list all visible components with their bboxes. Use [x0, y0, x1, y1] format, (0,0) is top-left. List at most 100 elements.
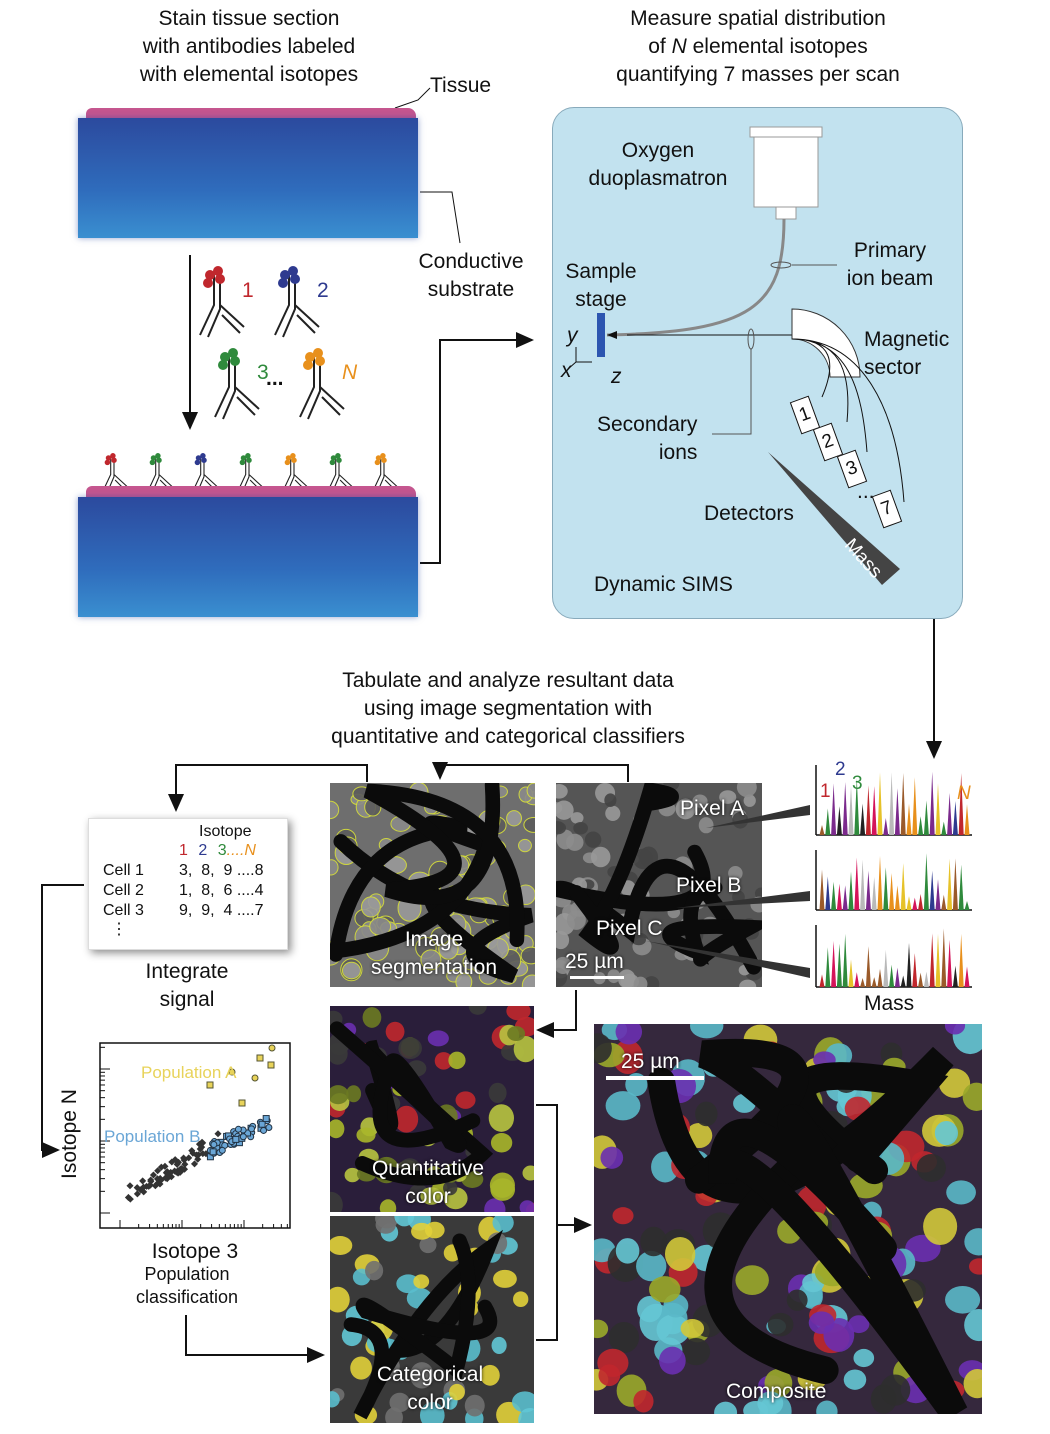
cell: [659, 1346, 686, 1375]
col-3: 3: [217, 842, 227, 859]
antibody-stem: [102, 458, 128, 493]
row-values: 9, 9, 4 ....7: [179, 902, 264, 919]
cell: [449, 1383, 465, 1401]
segmentation-image: [330, 783, 535, 987]
sims-title-line: of N elemental isotopes: [648, 35, 868, 58]
isotope-dot: [315, 356, 325, 366]
spectrum-peak: [883, 817, 889, 835]
antibody-stem: [147, 458, 173, 493]
pixel-c-label: Pixel C: [596, 917, 663, 940]
axis-y: y: [567, 324, 578, 347]
label-line: Integrate: [145, 960, 229, 983]
spectrum-peak: [871, 977, 877, 987]
cell: [664, 1236, 696, 1271]
stain-title-line: with elemental isotopes: [139, 63, 359, 86]
cell: [520, 946, 535, 965]
pixel-b-label: Pixel B: [676, 874, 742, 897]
cell: [934, 1120, 958, 1146]
cell: [330, 1191, 343, 1212]
spectrum-peak: [825, 876, 831, 910]
label-line: Categorical: [376, 1363, 484, 1386]
cell: [757, 1391, 784, 1414]
point-other: [214, 1130, 222, 1138]
conductive-substrate: [78, 118, 418, 238]
cell: [736, 783, 757, 798]
cell: [341, 961, 361, 980]
spectrum-peak: [952, 800, 958, 835]
spectrum-peak: [871, 786, 877, 835]
stain-title: Stain tissue section with antibodies lab…: [140, 5, 358, 89]
quantitative-color-image: [330, 1006, 534, 1212]
cell: [767, 1312, 794, 1337]
spectrum-peak: [848, 785, 854, 835]
cell: [764, 1368, 793, 1398]
isotope-dot: [201, 457, 207, 463]
cell: [681, 1337, 711, 1366]
label-line: color: [407, 1391, 453, 1414]
isotope-dot: [105, 455, 112, 461]
cell: [612, 1207, 634, 1225]
point-population-a: [206, 1081, 214, 1089]
cell: [513, 1036, 534, 1063]
label-line: Sample: [565, 260, 637, 283]
antibody-stem: [237, 458, 263, 493]
spectrum-peak: [842, 781, 848, 835]
cell: [608, 1322, 640, 1354]
spectra-mass-label: Mass: [864, 992, 915, 1015]
isotope-dot: [336, 457, 342, 463]
spectrum-label-1: 1: [820, 781, 831, 802]
cell: [420, 1187, 443, 1205]
isotope-dot: [313, 348, 323, 358]
cell: [523, 816, 535, 833]
spectrum-label-2: 2: [835, 759, 846, 780]
point-other: [199, 1139, 207, 1147]
cell: [443, 1180, 458, 1196]
isotope-dot: [156, 457, 162, 463]
cell: [409, 1362, 434, 1389]
isotope-dot: [290, 453, 296, 459]
spectrum-peak: [860, 859, 866, 910]
spectrum-peak: [912, 897, 918, 910]
isotope-dot: [330, 455, 337, 461]
spectrum-peak: [836, 806, 842, 835]
spectrum-peak: [964, 966, 970, 987]
cell: [739, 979, 757, 987]
isotope-dot: [381, 457, 387, 463]
isotope-dot: [203, 278, 213, 288]
cell: [615, 1238, 640, 1264]
cell: [719, 790, 737, 804]
spectrum-peak: [865, 785, 871, 835]
spectrum-label-3: 3: [852, 773, 863, 794]
cell: [698, 817, 714, 834]
spectrum-peak: [836, 883, 842, 910]
spectrum-peak: [831, 940, 837, 987]
cell: [963, 1369, 982, 1399]
lumen: [708, 1104, 968, 1414]
cell: [880, 1374, 911, 1406]
plot-frame: [99, 1042, 291, 1229]
cell: [521, 974, 535, 987]
bound-antibody: [372, 453, 398, 493]
spectrum-peak: [964, 900, 970, 910]
cell: [556, 956, 572, 974]
bound-antibody: [147, 453, 173, 493]
antibody-N: [299, 348, 345, 420]
cell: [695, 1101, 718, 1127]
cell: [513, 1291, 529, 1308]
point-population-b: [248, 1125, 256, 1133]
population-scatter-plot: [99, 1042, 291, 1229]
row-cell: Cell 1: [103, 862, 144, 879]
sims-title-line: quantifying 7 masses per scan: [616, 63, 900, 86]
cell: [330, 1236, 353, 1255]
isotope-dot: [200, 453, 206, 459]
isotope-dot: [303, 360, 313, 370]
cell: [488, 1104, 515, 1132]
point-population-b: [258, 1120, 266, 1128]
spectrum-peak: [854, 778, 860, 835]
